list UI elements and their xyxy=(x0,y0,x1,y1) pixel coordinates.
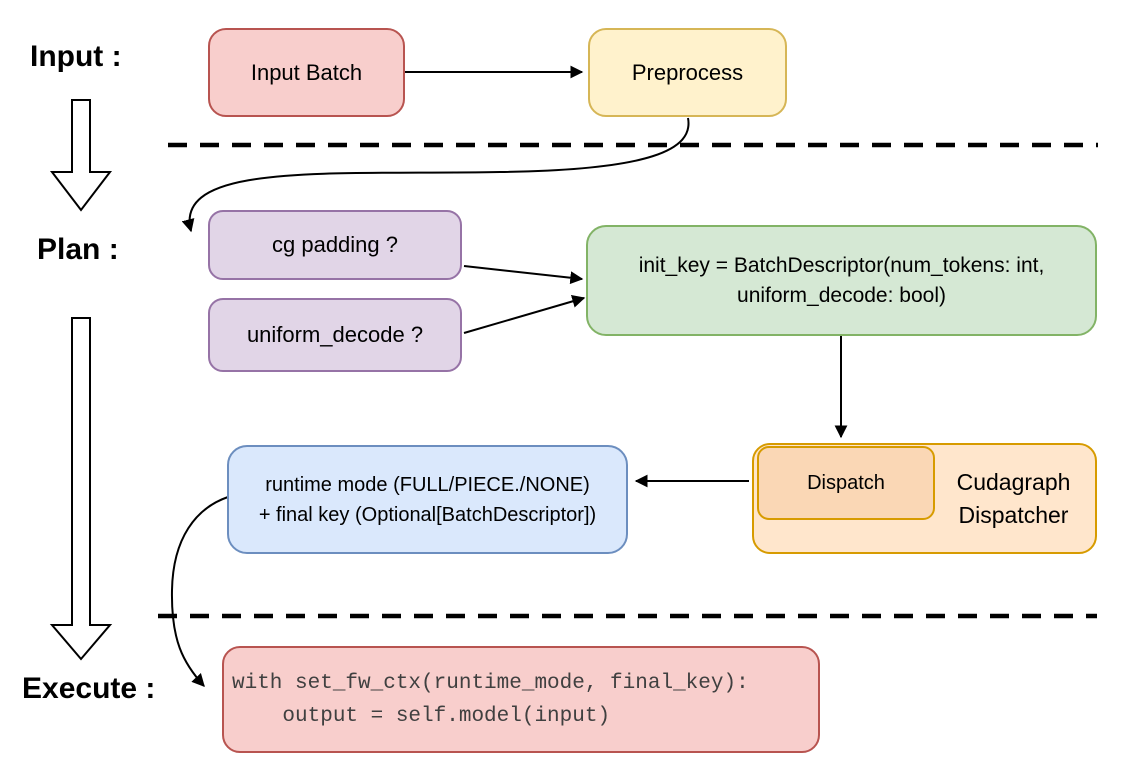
plan-section-arrow-icon xyxy=(49,317,113,661)
arrow-runtime-mode-to-execute-code xyxy=(170,496,229,687)
node-dispatch: Dispatch xyxy=(757,446,935,520)
node-uniform-decode: uniform_decode ? xyxy=(208,298,462,372)
node-execute-code: with set_fw_ctx(runtime_mode, final_key)… xyxy=(222,646,820,753)
node-init-key: init_key = BatchDescriptor(num_tokens: i… xyxy=(586,225,1097,336)
node-preprocess-label: Preprocess xyxy=(631,59,744,85)
arrow-cg-padding-to-init-key xyxy=(463,265,584,285)
arrow-preprocess-to-cg-padding xyxy=(181,117,690,233)
input-section-arrow-icon xyxy=(49,99,113,212)
node-runtime-mode-line1: runtime mode (FULL/PIECE./NONE) xyxy=(265,473,590,496)
section-label-plan: Plan : xyxy=(37,233,119,266)
node-dispatch-label: Dispatch xyxy=(807,471,885,494)
execute-code-line1: with set_fw_ctx(runtime_mode, final_key)… xyxy=(232,671,749,695)
node-init-key-line2: uniform_decode: bool) xyxy=(737,283,946,307)
node-cg-padding-label: cg padding ? xyxy=(272,232,398,257)
node-runtime-mode-line2: + final key (Optional[BatchDescriptor]) xyxy=(258,503,597,526)
section-label-execute: Execute : xyxy=(22,672,156,705)
cudagraph-label-line1: Cudagraph xyxy=(956,468,1071,495)
node-uniform-decode-label: uniform_decode ? xyxy=(246,322,424,347)
node-cg-padding: cg padding ? xyxy=(208,210,462,280)
node-input-batch: Input Batch xyxy=(208,28,405,117)
cudagraph-label-line2: Dispatcher xyxy=(958,501,1069,528)
arrow-uniform-decode-to-init-key xyxy=(463,295,586,334)
execute-code-line2: output = self.model(input) xyxy=(232,704,611,728)
node-cudagraph-dispatcher: Dispatch Cudagraph Dispatcher xyxy=(752,443,1097,554)
section-label-input: Input : xyxy=(30,40,122,73)
node-runtime-mode: runtime mode (FULL/PIECE./NONE) + final … xyxy=(227,445,628,554)
node-preprocess: Preprocess xyxy=(588,28,787,117)
node-init-key-line1: init_key = BatchDescriptor(num_tokens: i… xyxy=(638,253,1045,277)
node-cudagraph-dispatcher-label: Cudagraph Dispatcher xyxy=(938,445,1089,552)
node-input-batch-label: Input Batch xyxy=(250,59,363,85)
